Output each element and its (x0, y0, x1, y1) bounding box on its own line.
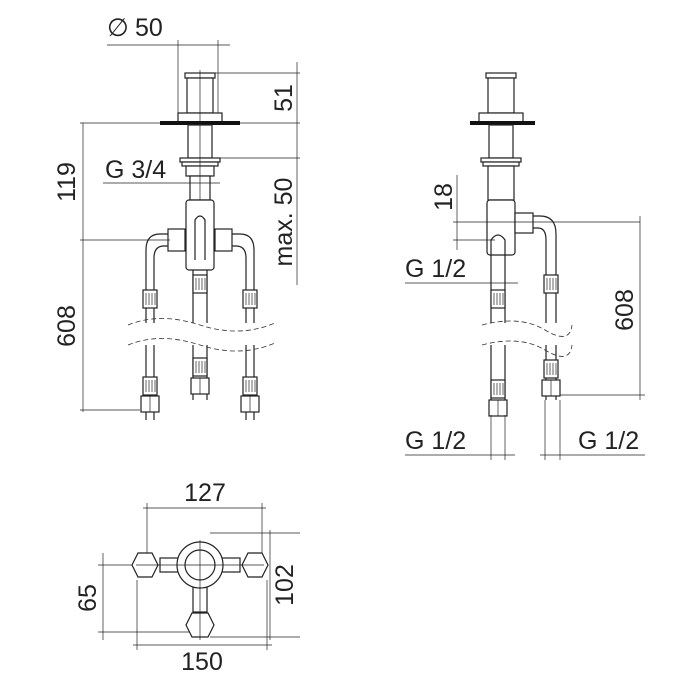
width-inner-label: 127 (184, 479, 226, 507)
diameter-label: 50 (135, 14, 163, 42)
top-view: 127 65 102 150 (74, 479, 300, 676)
hose-length-label: 608 (53, 305, 81, 347)
front-view: ∅ 50 G 3/4 119 608 5 (53, 14, 300, 420)
side-view: 18 G 1/2 608 G 1/2 G 1/2 (405, 72, 645, 460)
thread-bottom-right-label: G 1/2 (578, 427, 639, 455)
diameter-symbol: ∅ (107, 14, 129, 42)
offset-label: 18 (430, 183, 458, 211)
depth-left-label: 65 (74, 584, 102, 612)
thread-bottom-left-label: G 1/2 (405, 427, 466, 455)
height-body-label: 119 (53, 162, 81, 202)
width-outer-label: 150 (181, 648, 223, 676)
max-depth-label: max. 50 (270, 178, 298, 267)
depth-right-label: 102 (271, 564, 299, 606)
height-top-label: 51 (270, 84, 298, 112)
side-hose-length-label: 608 (611, 289, 639, 331)
thread-main-label: G 3/4 (105, 156, 166, 184)
thread-upper-label: G 1/2 (405, 255, 466, 283)
